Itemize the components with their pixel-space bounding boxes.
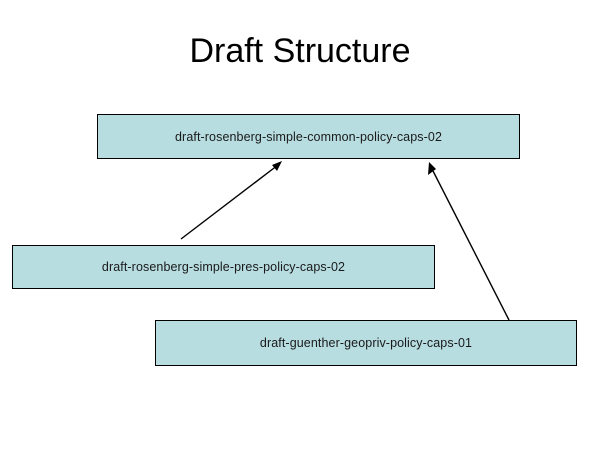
node-draft-rosenberg-simple-common-policy-caps-02[interactable]: draft-rosenberg-simple-common-policy-cap… [97,114,520,159]
arrowhead-icon [428,162,436,175]
node-draft-rosenberg-simple-pres-policy-caps-02[interactable]: draft-rosenberg-simple-pres-policy-caps-… [12,245,435,289]
edge-line [180,164,279,240]
edge-pres-to-common [180,161,282,240]
node-label: draft-rosenberg-simple-common-policy-cap… [175,129,442,144]
node-label: draft-guenther-geopriv-policy-caps-01 [259,336,473,350]
page-title: Draft Structure [189,32,411,70]
edge-line [431,168,510,321]
node-draft-guenther-geopriv-policy-caps-01[interactable]: draft-guenther-geopriv-policy-caps-01 [155,320,577,366]
edge-geopriv-to-common [428,162,510,321]
node-label: draft-rosenberg-simple-pres-policy-caps-… [101,260,346,274]
arrowhead-icon [272,161,282,171]
